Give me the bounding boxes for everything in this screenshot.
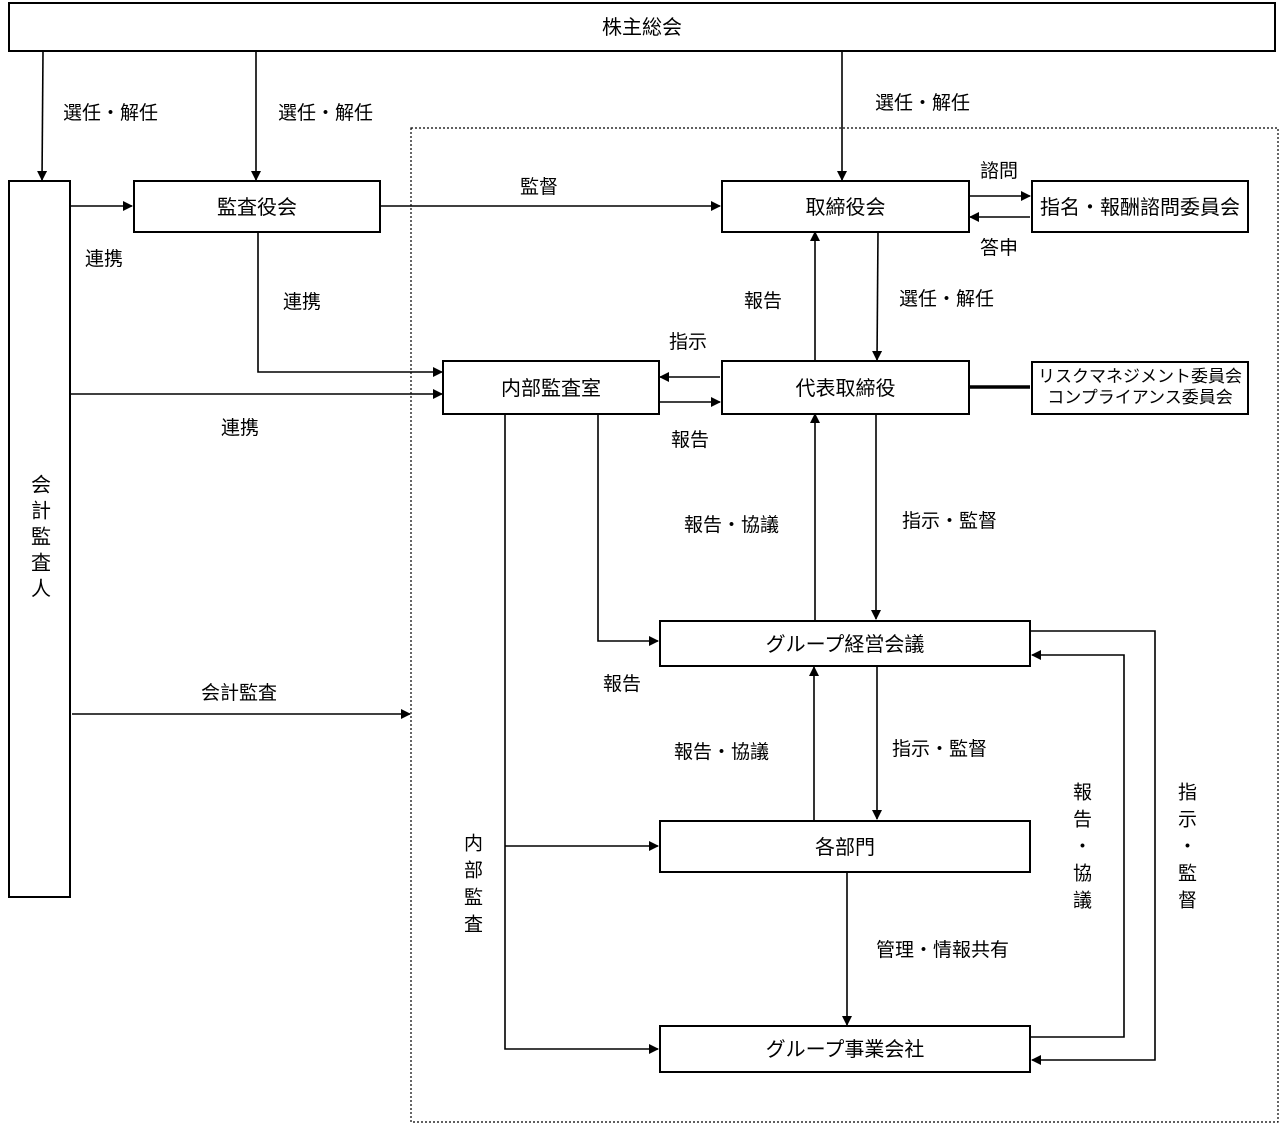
arrow-companies-report-consult [1031,650,1125,1038]
arrow-elect-auditor [37,51,48,181]
label-report-consult-group-mgmt: 報告・協議 [674,741,770,763]
label-elect-ceo: 選任・解任 [899,288,995,310]
compliance-committee-label: コンプライアンス委員会 [1047,388,1233,408]
label-instruct-supervise-group-mgmt: 指示・監督 [902,510,998,532]
departments-box: 各部門 [659,820,1031,873]
label-answer: 答申 [980,237,1019,259]
label-elect-board: 選任・解任 [875,92,971,114]
board-of-directors-box: 取締役会 [721,180,970,233]
ceo-label: 代表取締役 [795,375,896,400]
label-report-ceo: 報告 [671,429,710,451]
label-report-consult-vertical: 報告・協議 [1070,782,1092,917]
arrow-group-mgmt-instruct-companies [1031,630,1156,1065]
label-supervise: 監督 [520,176,559,198]
label-report-group-mgmt: 報告 [603,673,642,695]
group-management-meeting-label: グループ経営会議 [765,631,925,656]
ceo-box: 代表取締役 [721,360,970,415]
departments-label: 各部門 [815,834,875,859]
board-of-directors-label: 取締役会 [805,194,886,219]
label-coop-auditor-internal-audit: 連携 [221,417,260,439]
group-management-meeting-box: グループ経営会議 [659,620,1031,667]
label-elect-auditor: 選任・解任 [63,102,159,124]
group-companies-label: グループ事業会社 [765,1037,925,1061]
accounting-auditor-label: 会計監査人 [27,474,52,604]
arrow-elect-ceo [872,231,883,361]
arrow-internal-audit-companies [504,414,659,1054]
label-mgmt-info-sharing: 管理・情報共有 [876,939,1010,961]
label-instruct-internal-audit: 指示 [669,331,708,353]
arrow-report-group-mgmt [597,414,659,646]
group-companies-box: グループ事業会社 [659,1025,1031,1073]
label-instruct-supervise-vertical: 指示・監督 [1175,782,1197,917]
label-report-board: 報告 [744,290,783,312]
label-internal-audit-vertical: 内部監査 [461,833,483,941]
internal-audit-label: 内部監査室 [501,375,601,400]
risk-compliance-committee-box: リスクマネジメント委員会 コンプライアンス委員会 [1031,361,1249,415]
label-instruct-supervise-departments: 指示・監督 [892,738,988,760]
label-elect-audit-board: 選任・解任 [278,102,374,124]
label-report-consult-ceo: 報告・協議 [684,514,780,536]
nomination-committee-box: 指名・報酬諮問委員会 [1031,180,1249,233]
accounting-auditor-box: 会計監査人 [8,180,71,898]
arrow-coop-audit-board-internal-audit [253,223,443,377]
label-consult: 諮問 [980,160,1019,182]
label-coop-auditor-audit-board: 連携 [85,248,124,270]
internal-audit-box: 内部監査室 [442,360,660,415]
executive-area-boundary [410,127,1279,1123]
label-accounting-audit: 会計監査 [201,682,278,704]
audit-board-box: 監査役会 [133,180,381,233]
risk-committee-label: リスクマネジメント委員会 [1038,366,1242,387]
audit-board-label: 監査役会 [217,194,297,219]
shareholders-meeting-box: 株主総会 [8,2,1276,52]
label-coop-audit-board-internal-audit: 連携 [283,291,322,313]
nomination-committee-label: 指名・報酬諮問委員会 [1040,194,1240,219]
shareholders-meeting-label: 株主総会 [602,15,682,39]
